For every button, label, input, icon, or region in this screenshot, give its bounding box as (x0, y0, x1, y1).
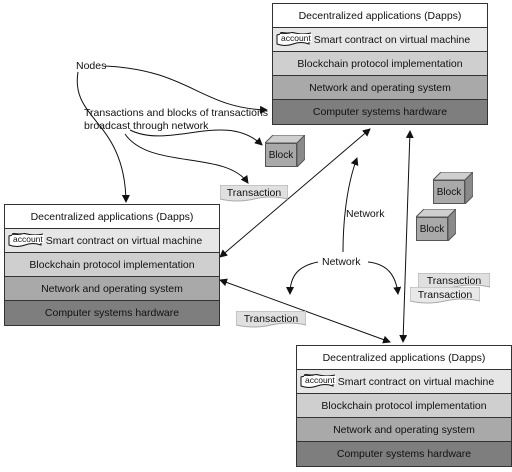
document-shape (236, 311, 306, 328)
network-os-layer: Network and operating system (5, 277, 219, 301)
hardware-layer: Computer systems hardware (297, 442, 511, 466)
smart-contract-layer: account Smart contract on virtual machin… (297, 370, 511, 394)
smart-contract-layer: account Smart contract on virtual machin… (273, 28, 487, 52)
transaction-doc: Transaction (418, 273, 490, 290)
block-label: Block (436, 186, 462, 198)
protocol-label: Blockchain protocol implementation (321, 399, 487, 412)
dapps-label: Decentralized applications (Dapps) (298, 9, 462, 22)
block-label: Block (419, 223, 445, 235)
transaction-doc: Transaction (410, 287, 480, 304)
protocol-layer: Blockchain protocol implementation (297, 394, 511, 418)
top-left-link (219, 128, 371, 258)
block-label-box: Block (433, 180, 465, 204)
protocol-layer: Blockchain protocol implementation (5, 253, 219, 277)
nodes-to-top-arrow (104, 65, 268, 114)
top-bottom-link (399, 130, 414, 343)
account-label: account (304, 375, 336, 385)
broadcast-label-line1: Transactions and blocks of transactions (84, 107, 269, 119)
document-shape (410, 287, 480, 304)
cube-shape (433, 172, 473, 204)
hardware-layer: Computer systems hardware (273, 100, 487, 124)
account-label: account (12, 234, 44, 244)
transaction-doc: Transaction (220, 185, 288, 202)
network-os-label: Network and operating system (309, 81, 451, 94)
block-label: Block (268, 149, 294, 161)
broadcast-to-transaction-arrow (124, 133, 249, 184)
smart-contract-layer: account Smart contract on virtual machin… (5, 229, 219, 253)
network-os-layer: Network and operating system (297, 418, 511, 442)
hardware-label: Computer systems hardware (44, 307, 180, 319)
node-stack-left: Decentralized applications (Dapps) accou… (4, 204, 220, 326)
nodes-label: Nodes (76, 60, 107, 72)
hardware-label: Computer systems hardware (312, 106, 448, 118)
network-os-label: Network and operating system (41, 282, 183, 295)
network-os-layer: Network and operating system (273, 76, 487, 100)
dapps-layer: Decentralized applications (Dapps) (273, 4, 487, 28)
block-cube: Block (416, 209, 456, 241)
transaction-doc: Transaction (236, 311, 306, 328)
transaction-label: Transaction (426, 275, 482, 287)
network-label-upper: Network (346, 208, 385, 220)
network-label-lower: Network (322, 256, 361, 268)
broadcast-to-block-arrow (129, 129, 263, 146)
protocol-label: Blockchain protocol implementation (297, 57, 463, 70)
transaction-label: Transaction (226, 187, 282, 199)
dapps-label: Decentralized applications (Dapps) (322, 351, 486, 364)
node-stack-bottom: Decentralized applications (Dapps) accou… (296, 345, 512, 467)
block-label-box: Block (416, 217, 448, 241)
smart-contract-label: Smart contract on virtual machine (337, 375, 495, 388)
dapps-layer: Decentralized applications (Dapps) (5, 205, 219, 229)
dapps-layer: Decentralized applications (Dapps) (297, 346, 511, 370)
network-os-label: Network and operating system (333, 423, 475, 436)
hardware-label: Computer systems hardware (336, 448, 472, 460)
hardware-layer: Computer systems hardware (5, 301, 219, 325)
node-stack-top: Decentralized applications (Dapps) accou… (272, 3, 488, 125)
block-label-box: Block (265, 143, 297, 167)
block-cube: Block (265, 135, 305, 167)
smart-contract-label: Smart contract on virtual machine (45, 234, 203, 247)
protocol-label: Blockchain protocol implementation (29, 258, 195, 271)
broadcast-label-line2: broadcast through network (84, 120, 209, 132)
transaction-label: Transaction (243, 313, 299, 325)
network-to-top-arrow (342, 157, 359, 253)
nodes-to-left-arrow (76, 71, 130, 203)
document-shape (220, 185, 288, 202)
network-to-right-arrow (367, 261, 402, 295)
account-label: account (280, 33, 312, 43)
protocol-layer: Blockchain protocol implementation (273, 52, 487, 76)
network-to-left-arrow (286, 261, 319, 295)
transaction-label: Transaction (417, 289, 473, 301)
block-cube: Block (433, 172, 473, 204)
dapps-label: Decentralized applications (Dapps) (30, 210, 194, 223)
smart-contract-label: Smart contract on virtual machine (313, 33, 471, 46)
